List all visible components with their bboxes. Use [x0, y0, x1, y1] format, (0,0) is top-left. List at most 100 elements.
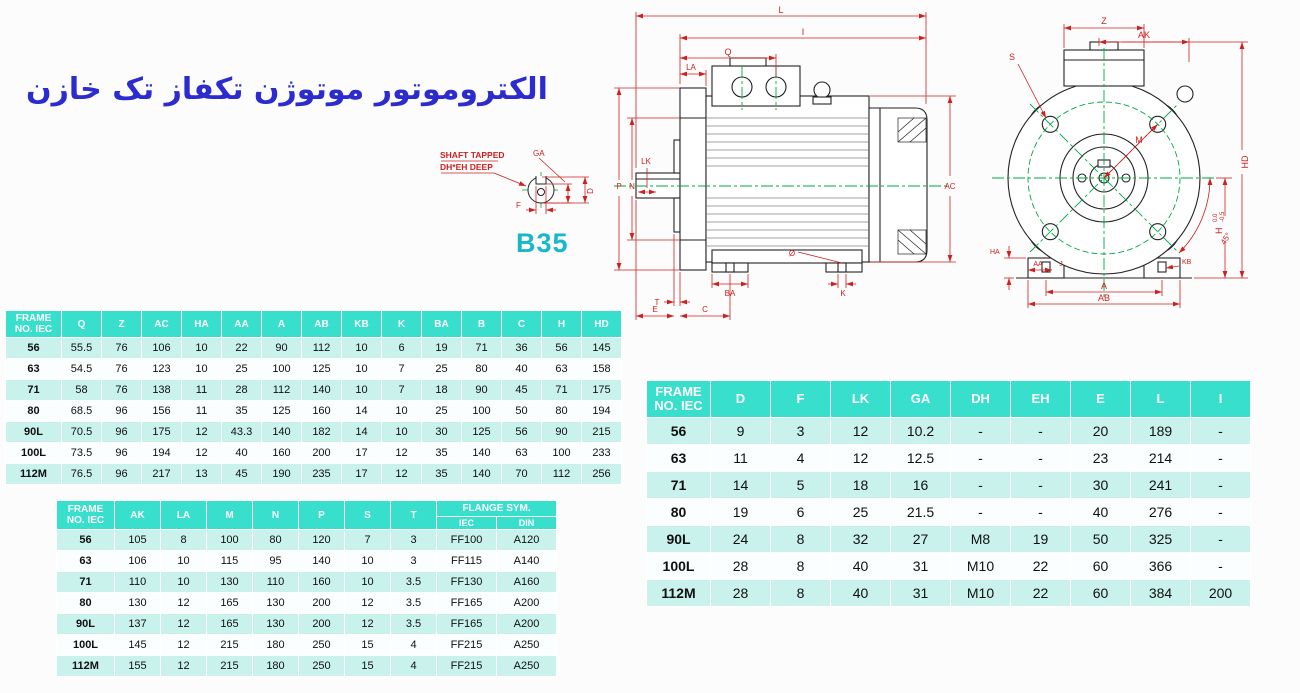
dimension-value-cell: A250: [496, 655, 557, 677]
dimension-value-cell: 325: [1130, 525, 1191, 553]
dim-label-n: N: [629, 182, 635, 191]
column-header: LA: [160, 500, 207, 530]
frame-size-cell: 80: [646, 498, 711, 526]
column-header: IEC: [436, 516, 497, 530]
motor-side-view-drawing: L I Q LA LK P N AC BA Ø K T E C: [614, 5, 956, 320]
dimension-value-cell: M10: [950, 552, 1011, 580]
feet-beam: [711, 249, 863, 264]
dimension-value-cell: 140: [301, 379, 342, 401]
dim-label-lk: LK: [641, 157, 651, 166]
dim-label-ba: BA: [725, 289, 736, 298]
motor-body: [705, 95, 870, 263]
dimension-value-cell: 50: [501, 400, 542, 422]
frame-size-cell: 80: [56, 592, 115, 614]
dimension-value-cell: 180: [252, 634, 299, 656]
shaft-note-line1: SHAFT TAPPED: [440, 150, 505, 160]
flange-spigot-bottom: [673, 197, 681, 233]
dimension-value-cell: 10: [341, 379, 382, 401]
dimension-value-cell: 10: [381, 421, 422, 443]
dimension-value-cell: 3: [390, 529, 437, 551]
column-header: AK: [114, 500, 161, 530]
dimension-value-cell: 90: [541, 421, 582, 443]
column-header: DIN: [496, 516, 557, 530]
eyebolt: [813, 81, 831, 99]
dimension-value-cell: 70: [501, 463, 542, 485]
dim-label-i: I: [802, 27, 805, 37]
dimension-value-cell: A250: [496, 634, 557, 656]
dimension-value-cell: 76: [101, 358, 142, 380]
dimension-value-cell: 55.5: [61, 337, 102, 359]
dim-label-ab: AB: [1098, 293, 1110, 303]
detail-dimension-lines: [441, 157, 589, 214]
dim-label-diameter: Ø: [789, 249, 795, 258]
dimension-value-cell: 112: [301, 337, 342, 359]
dimension-value-cell: 56: [501, 421, 542, 443]
frame-size-cell: 71: [5, 379, 62, 401]
dimension-value-cell: 50: [1070, 525, 1131, 553]
dimension-value-cell: 200: [298, 613, 345, 635]
dimension-value-cell: 14: [341, 400, 382, 422]
shaft-end-detail-drawing: SHAFT TAPPED DH*EH DEEP GA D F: [440, 149, 595, 214]
dimension-value-cell: 115: [206, 550, 253, 572]
dimension-value-cell: 175: [141, 421, 182, 443]
dimension-value-cell: 200: [298, 592, 345, 614]
dimension-value-cell: 160: [298, 571, 345, 593]
cooling-fins: [707, 117, 868, 247]
dimension-value-cell: 63: [541, 358, 582, 380]
dimension-value-cell: -: [1190, 552, 1251, 580]
dim-label-ha: HA: [990, 249, 1000, 256]
dimension-value-cell: 137: [114, 613, 161, 635]
column-header: EH: [1010, 380, 1071, 418]
column-header: N: [252, 500, 299, 530]
dimension-value-cell: -: [1010, 471, 1071, 499]
dimension-value-cell: 16: [890, 471, 951, 499]
dim-label-j: J: [1059, 261, 1063, 268]
dimension-value-cell: 4: [770, 444, 831, 472]
dim-label-c: C: [702, 305, 708, 314]
dimension-value-cell: 23: [1070, 444, 1131, 472]
dimension-value-cell: 35: [221, 400, 262, 422]
dim-label-z: Z: [1101, 16, 1107, 26]
dimension-value-cell: 35: [421, 463, 462, 485]
dimension-value-cell: 4: [390, 634, 437, 656]
column-header: L: [1130, 380, 1191, 418]
dimension-value-cell: 366: [1130, 552, 1191, 580]
dimension-value-cell: 80: [541, 400, 582, 422]
dimension-value-cell: 11: [181, 400, 222, 422]
dimension-value-cell: FF115: [436, 550, 497, 572]
shaft-end-outline: [527, 176, 555, 204]
dimension-value-cell: 17: [341, 442, 382, 464]
dim-label-q: Q: [724, 47, 731, 57]
dimension-value-cell: 7: [381, 358, 422, 380]
dimension-value-cell: 31: [890, 552, 951, 580]
dimension-value-cell: 28: [221, 379, 262, 401]
dimension-value-cell: 76: [101, 337, 142, 359]
dimension-value-cell: 90: [261, 337, 302, 359]
dimension-value-cell: 217: [141, 463, 182, 485]
dimension-value-cell: 25: [830, 498, 891, 526]
dimension-value-cell: 12: [160, 634, 207, 656]
dimension-value-cell: 8: [770, 525, 831, 553]
dimension-value-cell: FF165: [436, 613, 497, 635]
dimension-value-cell: 25: [221, 358, 262, 380]
dimension-value-cell: 18: [421, 379, 462, 401]
dimension-value-cell: 140: [461, 463, 502, 485]
dimension-value-cell: 12: [160, 592, 207, 614]
dimension-value-cell: 96: [101, 400, 142, 422]
frame-size-cell: 63: [5, 358, 62, 380]
dimension-value-cell: 165: [206, 592, 253, 614]
dimension-value-cell: 235: [301, 463, 342, 485]
dimension-value-cell: 14: [341, 421, 382, 443]
dimension-value-cell: 76.5: [61, 463, 102, 485]
dim-label-a: A: [1101, 281, 1107, 291]
column-header: T: [390, 500, 437, 530]
dimension-value-cell: 32: [830, 525, 891, 553]
dimension-value-cell: 4: [390, 655, 437, 677]
dim-label-d: D: [586, 188, 595, 194]
